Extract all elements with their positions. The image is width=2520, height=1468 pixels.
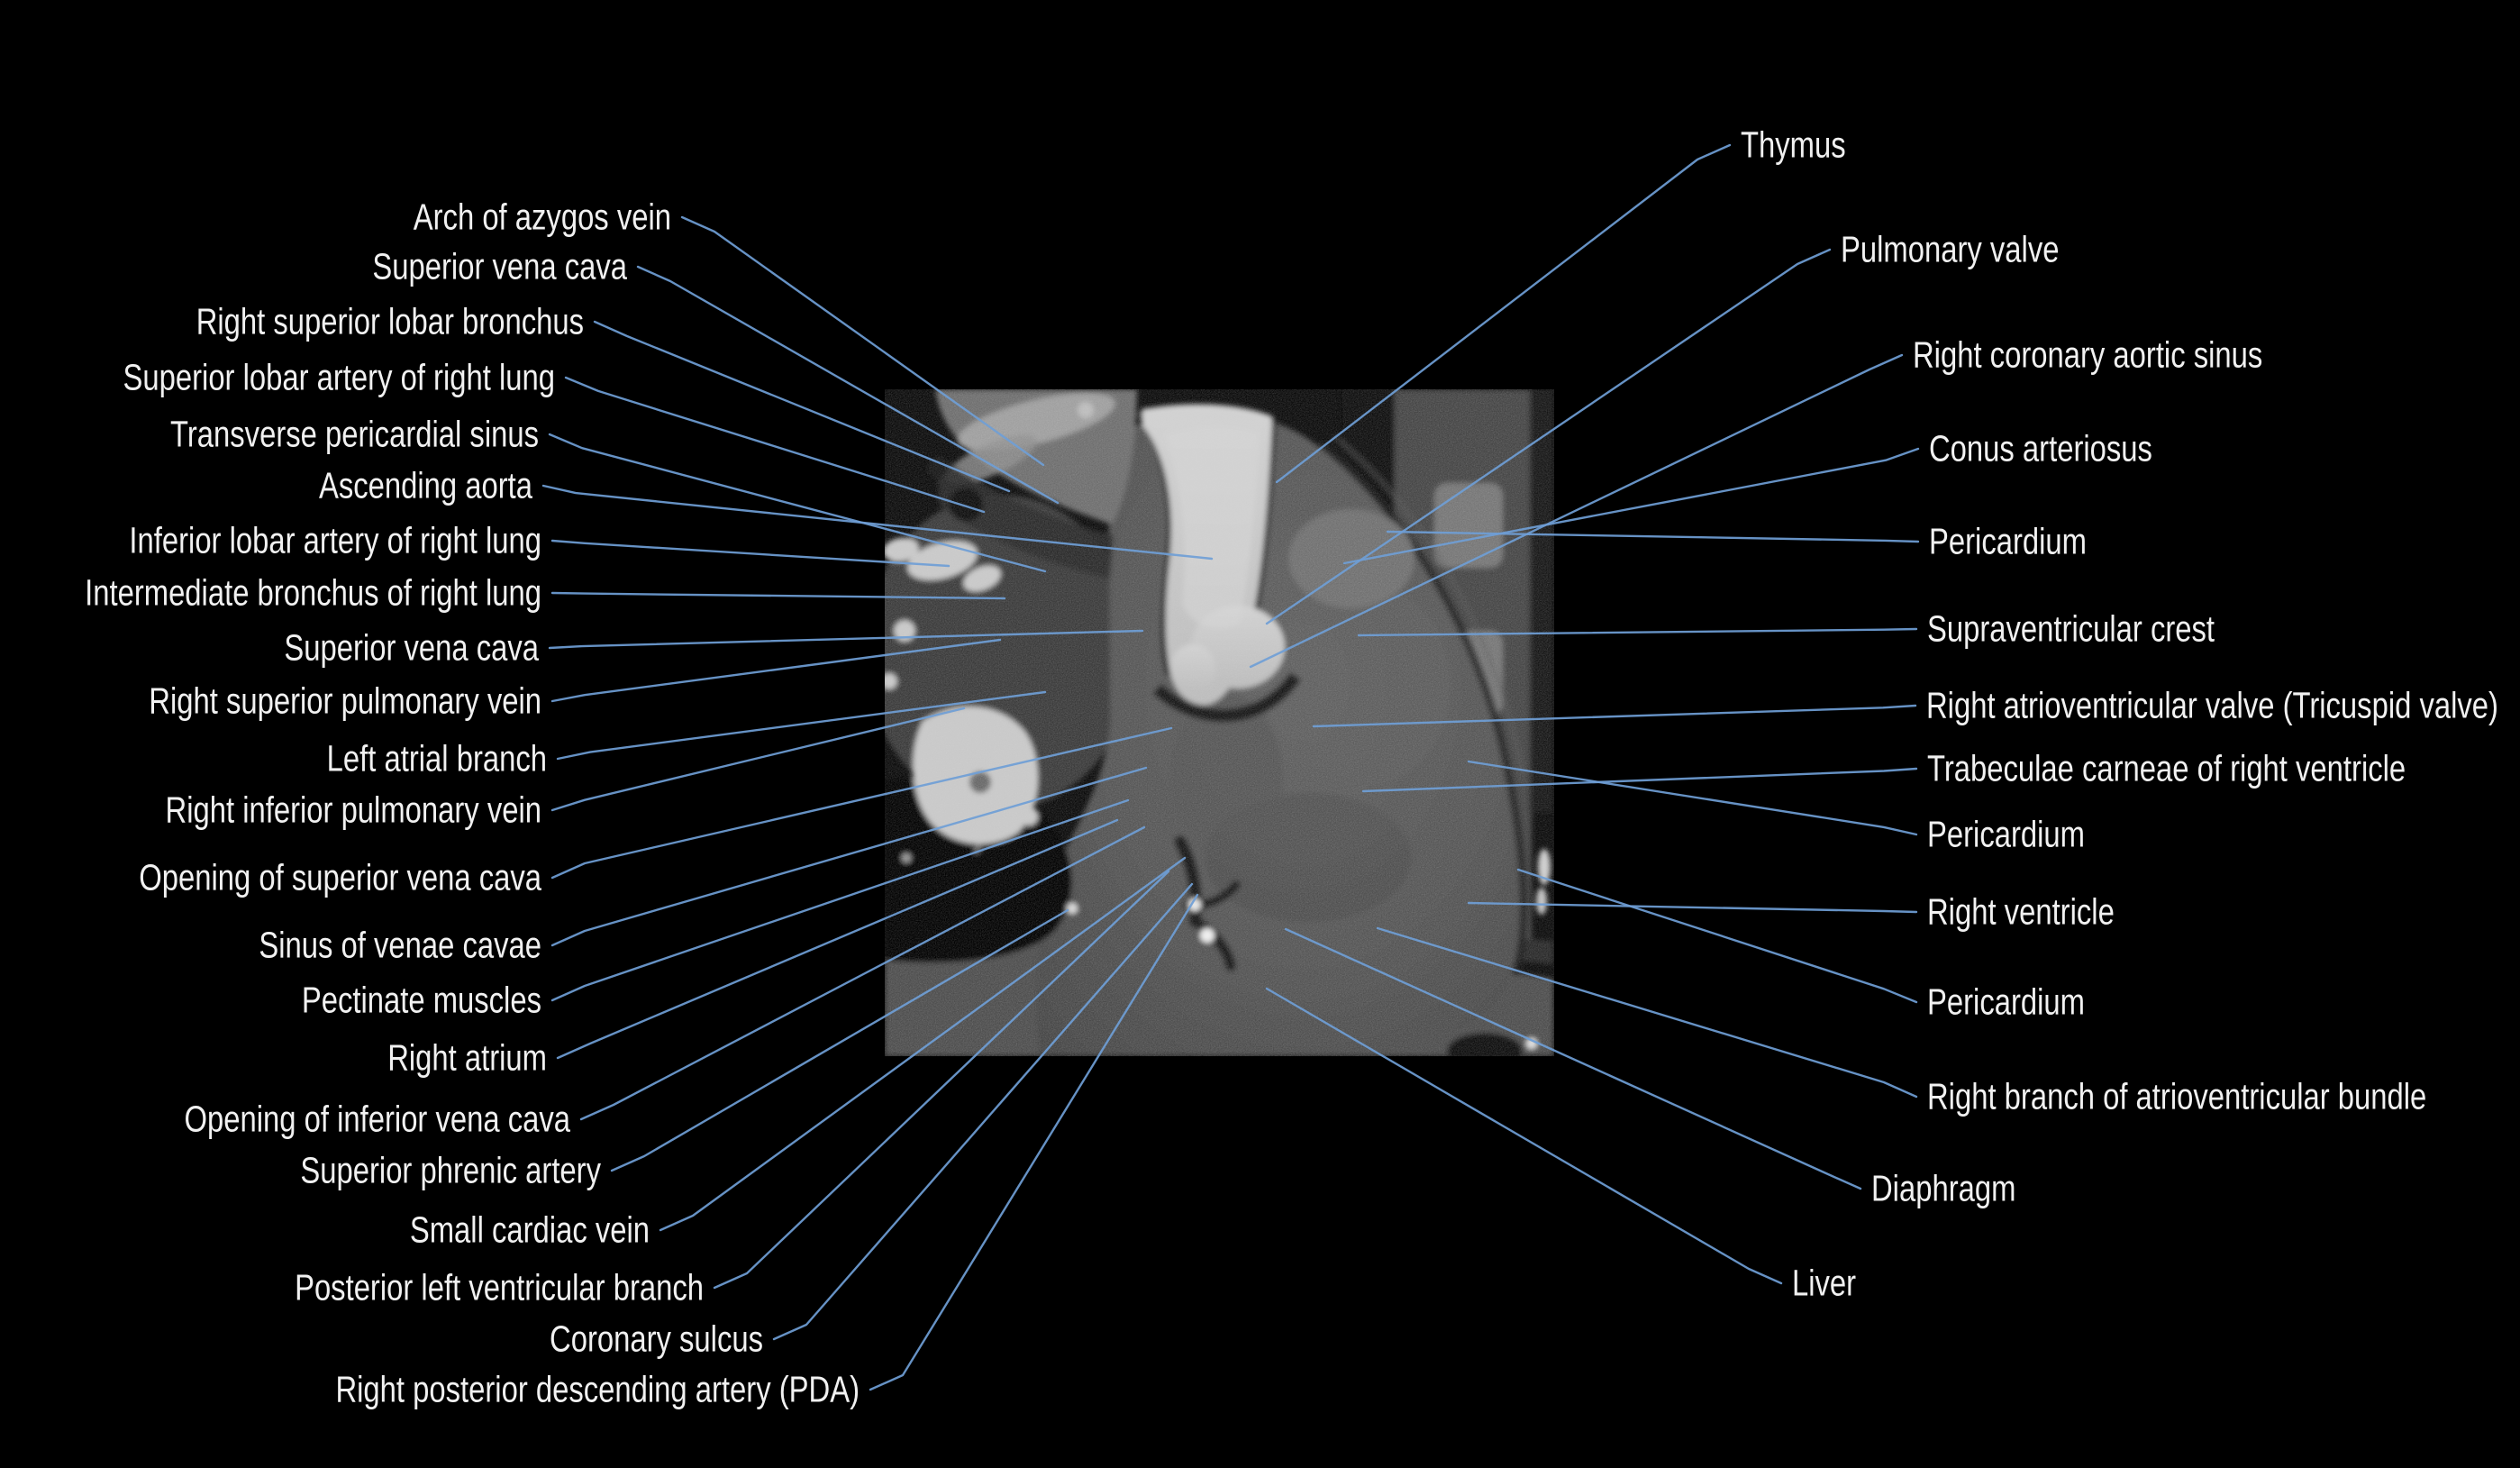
leader-line (1376, 926, 1918, 1099)
leader-line (579, 825, 1146, 1121)
leader-line (1265, 987, 1783, 1285)
leader-line (1275, 143, 1732, 484)
leader-line (772, 882, 1194, 1341)
leader-line (869, 893, 1199, 1391)
leader-line (1386, 530, 1920, 543)
anatomy-label: Trabeculae carneae of right ventricle (1927, 747, 2406, 789)
anatomy-label: Right ventricle (1927, 890, 2115, 933)
anatomy-label: Right coronary aortic sinus (1913, 333, 2263, 376)
anatomy-label: Opening of superior vena cava (139, 856, 541, 898)
anatomy-label: Supraventricular crest (1927, 607, 2215, 650)
leader-line (556, 818, 1119, 1060)
leader-line (1357, 627, 1918, 637)
anatomy-label: Pericardium (1927, 980, 2085, 1023)
leader-line (1284, 927, 1862, 1190)
leader-line (713, 870, 1170, 1290)
leader-line (564, 376, 986, 514)
leader-line (550, 798, 1130, 1002)
anatomy-label: Liver (1792, 1262, 1857, 1304)
leader-line (550, 726, 1173, 880)
leader-line (550, 766, 1148, 947)
anatomy-label: Pericardium (1927, 813, 2085, 855)
anatomy-label: Right posterior descending artery (PDA) (335, 1368, 860, 1410)
anatomy-label: Right superior pulmonary vein (149, 679, 541, 722)
anatomy-label: Diaphragm (1871, 1167, 2016, 1209)
leader-line (1342, 447, 1920, 565)
leader-line (1265, 248, 1832, 625)
leader-line (659, 856, 1187, 1232)
leader-line (1361, 767, 1918, 793)
anatomy-label: Superior phrenic artery (300, 1149, 601, 1191)
anatomy-label: Pectinate muscles (301, 979, 541, 1021)
leader-line (1312, 704, 1917, 728)
anatomy-label: Superior lobar artery of right lung (123, 356, 556, 398)
anatomy-label: Transverse pericardial sinus (170, 413, 539, 455)
anatomy-label: Ascending aorta (318, 464, 532, 506)
leader-line (550, 638, 1002, 703)
leader-line (548, 433, 1047, 573)
leader-line (556, 690, 1047, 761)
anatomy-label: Coronary sulcus (550, 1318, 763, 1360)
anatomy-label: Superior vena cava (284, 626, 539, 669)
anatomy-label: Arch of azygos vein (413, 196, 671, 238)
anatomy-label: Right inferior pulmonary vein (165, 789, 541, 831)
leader-line (550, 591, 1006, 600)
leader-line (636, 265, 1060, 505)
leader-line (550, 707, 966, 812)
anatomy-label: Small cardiac vein (409, 1208, 650, 1251)
anatomy-label: Opening of inferior vena cava (184, 1098, 570, 1140)
leader-line (541, 484, 1214, 561)
anatomy-label: Superior vena cava (372, 245, 627, 287)
leader-lines (541, 143, 1920, 1391)
anatomy-label: Thymus (1741, 123, 1846, 166)
leader-line (593, 320, 1011, 493)
leader-line (680, 215, 1045, 467)
leader-line (1467, 901, 1918, 914)
anatomy-label: Pericardium (1929, 520, 2087, 562)
anatomy-label: Pulmonary valve (1841, 228, 2060, 270)
anatomy-label: Conus arteriosus (1929, 427, 2152, 470)
anatomy-label: Inferior lobar artery of right lung (129, 519, 541, 561)
leader-line (550, 539, 951, 568)
leader-line (1249, 353, 1904, 669)
anatomy-label: Right branch of atrioventricular bundle (1927, 1075, 2427, 1117)
anatomy-label: Intermediate bronchus of right lung (85, 571, 541, 614)
anatomy-label: Left atrial branch (326, 737, 547, 780)
ct-scan-image (885, 389, 1554, 1056)
anatomy-label: Right atrioventricular valve (Tricuspid … (1926, 684, 2498, 726)
anatomy-label: Right atrium (387, 1036, 547, 1079)
leader-line (610, 908, 1069, 1172)
leader-line (1467, 760, 1918, 836)
anatomy-label: Sinus of venae cavae (259, 924, 541, 966)
leader-line (548, 629, 1144, 650)
leader-line (1516, 868, 1918, 1004)
anatomy-label: Right superior lobar bronchus (196, 300, 584, 342)
anatomy-label: Posterior left ventricular branch (295, 1266, 704, 1308)
